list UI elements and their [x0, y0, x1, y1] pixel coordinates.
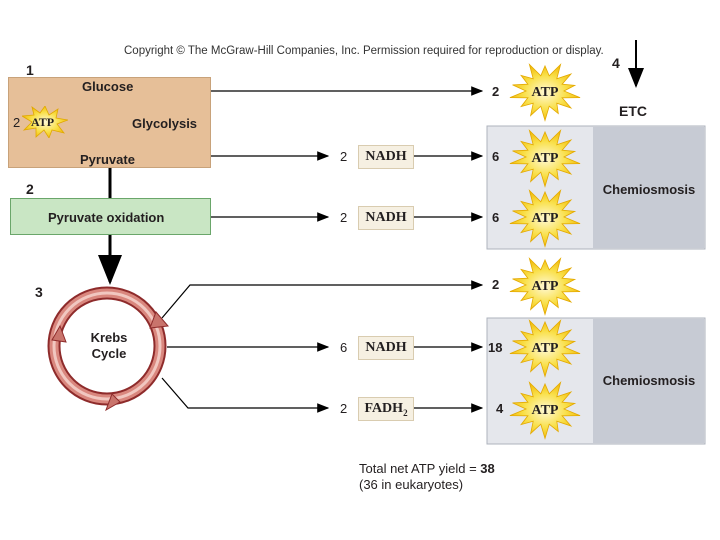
copyright-notice: Copyright © The McGraw-Hill Companies, I… [124, 45, 604, 57]
step-marker-1: 1 [26, 62, 34, 78]
krebs-label-line1: Krebs [90, 330, 128, 345]
pyruvate-oxidation-box [10, 198, 211, 235]
atp-burst-nadh-pyox-label: ATP [532, 211, 559, 226]
atp-yield-glycolysis: 2 [492, 84, 500, 99]
atp-burst-krebs-direct-label: ATP [532, 279, 559, 294]
step-marker-3: 3 [35, 284, 43, 300]
step-marker-4: 4 [612, 55, 620, 71]
atp-investment-count: 2 [13, 115, 21, 130]
atp-burst-nadh-krebs-shape [509, 319, 581, 378]
atp-yield-nadh-pyox: 6 [492, 210, 500, 225]
nadh-pyox-tag: NADH [358, 206, 414, 230]
total-atp-line: Total net ATP yield = 38 [359, 461, 495, 476]
arrow-krebs-fadh [161, 377, 330, 413]
atp-burst-nadh-glyco-label: ATP [532, 151, 559, 166]
atp-burst-glycolysis-shape [509, 63, 581, 122]
atp-burst-nadh-krebs: ATP [509, 319, 581, 378]
pyruvate-label: Pyruvate [80, 152, 135, 167]
krebs-label-line2: Cycle [91, 346, 127, 361]
atp-burst-fadh: ATP [509, 381, 581, 440]
nadh-pyox-count: 2 [340, 210, 348, 225]
atp-investment-label: ATP [31, 115, 55, 129]
chemiosmosis-label-top: Chemiosmosis [602, 182, 696, 197]
pyruvate-oxidation-label: Pyruvate oxidation [48, 210, 165, 225]
atp-burst-nadh-pyox: ATP [509, 189, 581, 248]
glucose-label: Glucose [82, 79, 134, 94]
atp-yield-nadh-krebs: 18 [488, 340, 503, 355]
glycolysis-label: Glycolysis [132, 116, 198, 131]
fadh-krebs-count: 2 [340, 401, 348, 416]
nadh-glyco-tag: NADH [358, 145, 414, 169]
atp-investment-badge [20, 105, 70, 139]
nadh-glyco-count: 2 [340, 149, 348, 164]
atp-burst-fadh-shape [509, 381, 581, 440]
nadh-krebs-tag: NADH [358, 336, 414, 360]
fadh-subscript: 2 [403, 407, 408, 418]
step-marker-2: 2 [26, 181, 34, 197]
atp-yield-krebs-direct: 2 [492, 277, 500, 292]
atp-yield-nadh-glyco: 6 [492, 149, 500, 164]
total-atp-prefix: Total net ATP yield = [359, 461, 481, 476]
chemiosmosis-dark-top [593, 127, 704, 248]
fadh-label: FADH [364, 401, 404, 416]
chemiosmosis-dark-bottom [593, 319, 704, 443]
atp-burst-glycolysis-label: ATP [532, 85, 559, 100]
chemiosmosis-label-bottom: Chemiosmosis [602, 373, 696, 388]
atp-yield-fadh: 4 [496, 401, 504, 416]
atp-burst-nadh-pyox-shape [509, 189, 581, 248]
fadh-krebs-tag: FADH2 [358, 397, 414, 421]
etc-label: ETC [619, 103, 647, 119]
atp-burst-icon [20, 105, 70, 139]
atp-burst-glycolysis: ATP [509, 63, 581, 122]
krebs-cycle-ring [47, 286, 169, 412]
atp-burst-nadh-krebs-label: ATP [532, 341, 559, 356]
arrow-krebs-atp [161, 280, 484, 319]
atp-burst-nadh-glyco: ATP [509, 129, 581, 188]
total-atp-note: (36 in eukaryotes) [359, 477, 464, 492]
total-atp-value: 38 [480, 461, 495, 476]
nadh-krebs-count: 6 [340, 340, 348, 355]
atp-burst-krebs-direct: ATP [509, 257, 581, 316]
atp-burst-fadh-label: ATP [532, 403, 559, 418]
atp-burst-nadh-glyco-shape [509, 129, 581, 188]
atp-burst-krebs-direct-shape [509, 257, 581, 316]
